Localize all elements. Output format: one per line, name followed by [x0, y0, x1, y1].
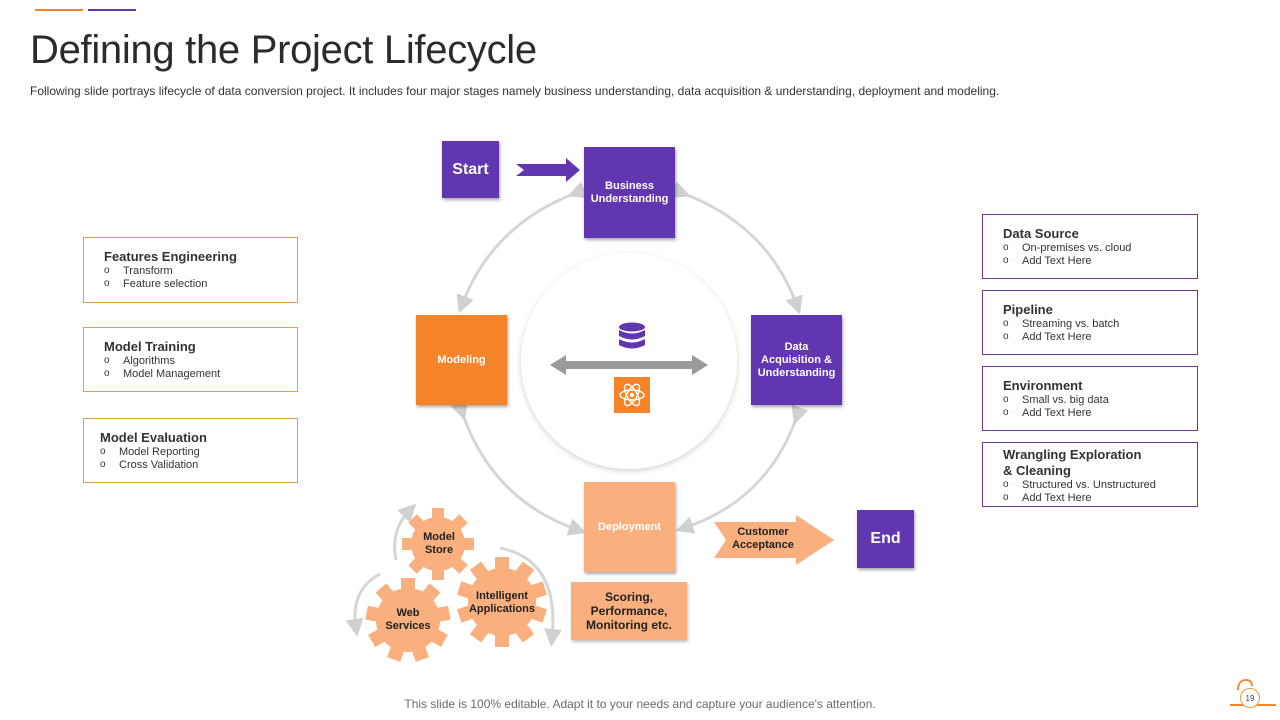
page-title: Defining the Project Lifecycle: [30, 28, 537, 72]
page-subtitle: Following slide portrays lifecycle of da…: [30, 84, 1000, 98]
card-bullet: Transform: [104, 264, 287, 278]
scoring-box: Scoring, Performance, Monitoring etc.: [571, 582, 687, 640]
card-wrangling: Wrangling Exploration & Cleaning Structu…: [982, 442, 1198, 507]
card-bullet: Add Text Here: [1003, 491, 1187, 505]
card-model-training: Model Training Algorithms Model Manageme…: [83, 327, 298, 392]
card-title: Pipeline: [1003, 302, 1053, 317]
start-box: Start: [442, 141, 499, 198]
cycle-arrow-bottom-right: [675, 404, 809, 534]
cycle-arrow-top-right: [670, 181, 803, 315]
card-bullet: Model Reporting: [100, 445, 287, 459]
card-title-line1: Wrangling Exploration: [1003, 447, 1142, 462]
atom-icon: [614, 377, 650, 413]
card-bullet: Streaming vs. batch: [1003, 317, 1187, 331]
card-bullet: Algorithms: [104, 354, 287, 368]
customer-acceptance-label: Customer Acceptance: [732, 526, 794, 551]
card-environment: Environment Small vs. big data Add Text …: [982, 366, 1198, 431]
gear-model-store: [402, 508, 474, 580]
card-model-evaluation: Model Evaluation Model Reporting Cross V…: [83, 418, 298, 483]
cycle-arrow-bottom-left: [450, 400, 587, 536]
deployment-box: Deployment: [584, 482, 675, 572]
card-data-source: Data Source On-premises vs. cloud Add Te…: [982, 214, 1198, 279]
card-bullet: Structured vs. Unstructured: [1003, 478, 1187, 492]
double-arrow-icon: [550, 355, 708, 375]
database-icon: [619, 322, 645, 349]
gear-intelligent-applications: [457, 557, 547, 647]
accent-line-purple: [88, 9, 136, 11]
gear-arrow-right: [499, 546, 562, 647]
card-features-engineering: Features Engineering Transform Feature s…: [83, 237, 298, 303]
start-arrow: [516, 158, 580, 182]
card-bullet: Add Text Here: [1003, 406, 1187, 420]
gear-label-web-services: Web Services: [385, 607, 431, 632]
gear-arrow-top: [393, 503, 417, 561]
accent-line-orange: [35, 9, 83, 11]
card-bullet: Small vs. big data: [1003, 393, 1187, 407]
card-bullet: Add Text Here: [1003, 330, 1187, 344]
gear-label-model-store: Model Store: [423, 531, 455, 556]
card-bullet: On-premises vs. cloud: [1003, 241, 1187, 255]
card-bullet: Feature selection: [104, 277, 287, 291]
page-number: 19: [1240, 688, 1260, 708]
card-title: Model Evaluation: [100, 430, 207, 445]
gear-label-intelligent-applications: Intelligent Applications: [468, 590, 535, 615]
card-bullet: Model Management: [104, 367, 287, 381]
data-acquisition-box: Data Acquisition & Understanding: [751, 315, 842, 405]
card-title: Data Source: [1003, 226, 1079, 241]
card-title: Model Training: [104, 339, 196, 354]
customer-acceptance-arrow: [714, 515, 834, 565]
card-title-line2: & Cleaning: [1003, 463, 1071, 478]
card-pipeline: Pipeline Streaming vs. batch Add Text He…: [982, 290, 1198, 355]
card-bullet: Cross Validation: [100, 458, 287, 472]
end-box: End: [857, 510, 914, 568]
footer-note: This slide is 100% editable. Adapt it to…: [404, 697, 876, 711]
card-title: Features Engineering: [104, 249, 237, 264]
modeling-box: Modeling: [416, 315, 507, 405]
gear-shapes: [365, 508, 547, 662]
business-understanding-box: Business Understanding: [584, 147, 675, 238]
card-title: Environment: [1003, 378, 1083, 393]
gear-arrow-left: [345, 572, 381, 637]
gear-web-services: [365, 578, 451, 662]
card-bullet: Add Text Here: [1003, 254, 1187, 268]
cycle-arrow-top-left: [456, 181, 588, 314]
